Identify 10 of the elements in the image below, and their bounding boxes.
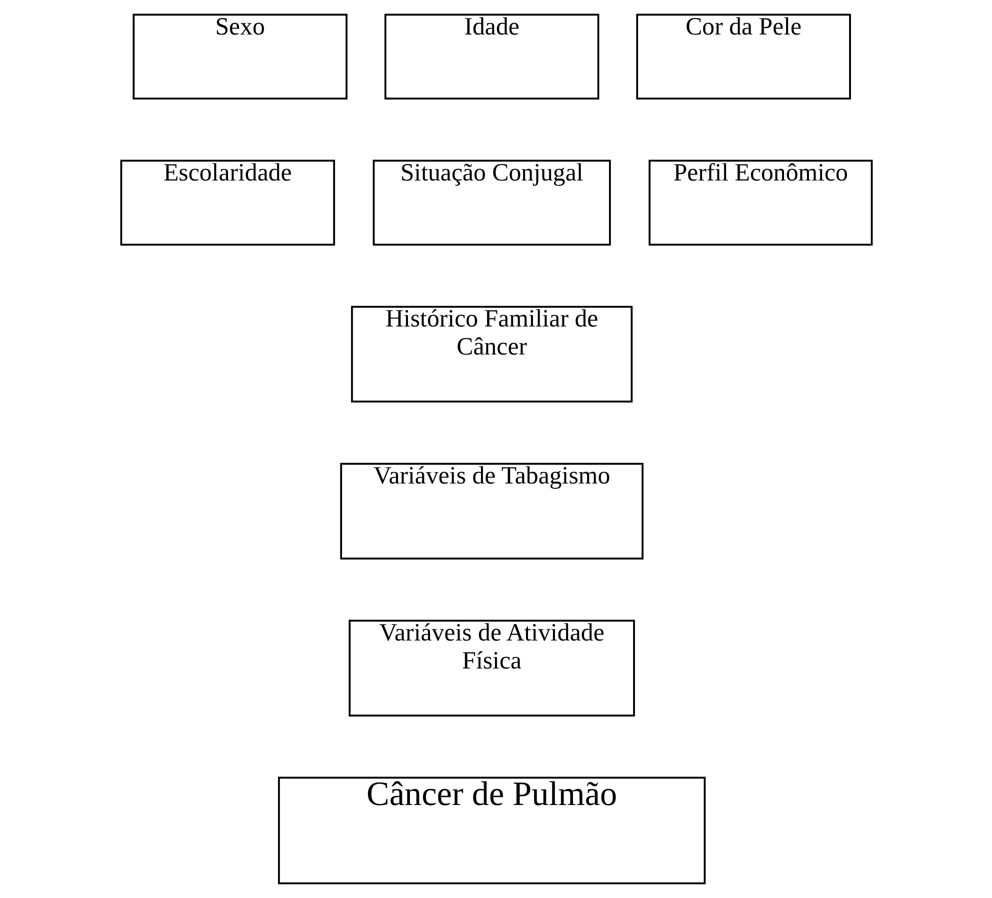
node-box: Histórico Familiar de Câncer [350, 306, 632, 403]
node-box: Situação Conjugal [372, 160, 610, 246]
node-box: Sexo [132, 14, 347, 100]
node-box: Câncer de Pulmão [278, 776, 706, 884]
node-box: Variáveis de Tabagismo [340, 462, 643, 560]
node-box: Perfil Econômico [648, 160, 872, 246]
node-box: Escolaridade [120, 160, 335, 246]
node-box: Variáveis de Atividade Física [348, 620, 634, 716]
node-box: Cor da Pele [636, 14, 850, 100]
node-box: Idade [384, 14, 599, 100]
